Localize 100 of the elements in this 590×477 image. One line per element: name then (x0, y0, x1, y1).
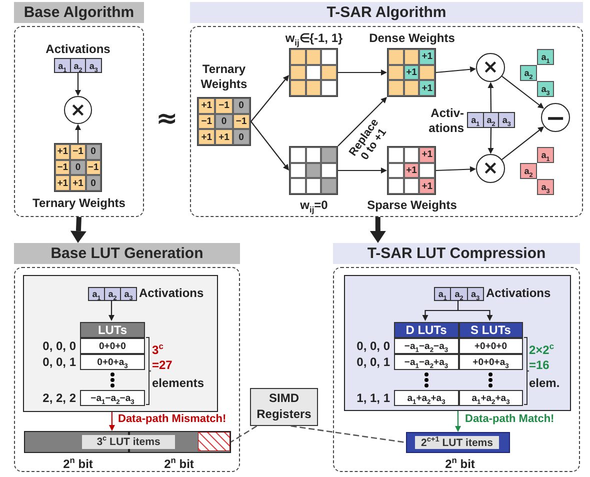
matrix-cell: −1 (215, 98, 233, 114)
matrix-cell: +1 (419, 49, 435, 65)
matrix-cell: +1 (55, 175, 70, 191)
table-cell: −a$_{1}$−a$_{2}$−a$_{3}$ (80, 390, 145, 406)
arrow (488, 82, 494, 112)
matrix-cell: +1 (215, 129, 233, 145)
matrix-cell: −1 (70, 144, 86, 160)
table-header: LUTs (80, 322, 145, 338)
matrix-cell: −1 (55, 160, 70, 176)
matrix-cell: +1 (419, 178, 435, 194)
node-caption: 0, 0, 0 (356, 339, 390, 354)
node-caption: 0, 0, 1 (356, 355, 390, 370)
matrix-cell: +1 (198, 129, 216, 145)
weight-matrix (387, 146, 436, 195)
node-caption: elem. (529, 376, 561, 391)
register-box: SIMD Registers (250, 388, 318, 426)
section-header: Base LUT Generation (14, 243, 240, 264)
vector-cell: a$_{2}$ (70, 59, 86, 72)
vector-cell: a$_{1}$ (537, 49, 554, 65)
vector-cell: a$_{2}$ (482, 113, 498, 127)
matrix-cell: +1 (70, 175, 86, 191)
arrow (338, 97, 387, 146)
vector-cell: a$_{2}$ (450, 288, 467, 300)
table-header: D LUTs (394, 322, 458, 338)
vector-cell: a$_{2}$ (520, 163, 537, 179)
vector-cell: a$_{1}$ (537, 147, 554, 163)
weight-matrix (289, 146, 338, 195)
dashed-connector (290, 425, 406, 444)
node-caption: 2$^{n}$ bit (62, 457, 94, 472)
simd-register-bar (406, 432, 510, 453)
matrix-cell: −1 (198, 114, 216, 130)
vector-cell: a$_{3}$ (537, 81, 554, 97)
table-header: S LUTs (458, 322, 523, 338)
weight-matrix (197, 97, 251, 146)
node-caption: 0, 0, 1 (42, 355, 76, 370)
node-caption: Activations (486, 286, 552, 301)
thick-arrow (370, 217, 386, 243)
vector-cell-text: a$_{1}$ (437, 288, 448, 300)
node-caption: w$_{ij}$=0 (299, 198, 329, 213)
vector-cell-text: a$_{1}$ (57, 60, 68, 72)
lut-panel (23, 275, 218, 412)
vector-cell: a$_{2}$ (520, 65, 537, 81)
arrow (250, 121, 289, 170)
arrow (488, 128, 494, 154)
arrow (75, 73, 81, 96)
node-caption: Sparse Weights (366, 198, 458, 213)
activation-vector (434, 287, 484, 301)
table-cell: +0+0+a$_{3}$ (458, 354, 523, 370)
node-caption: Activations (139, 286, 205, 301)
table-cell: +0+0+0 (458, 338, 523, 354)
matrix-cell: 0 (86, 175, 101, 191)
edge-label: Data-path Match! (465, 413, 556, 425)
vector-cell: a$_{3}$ (498, 113, 514, 127)
vector-cell: a$_{3}$ (120, 288, 136, 300)
node-caption: 1, 1, 1 (356, 391, 390, 406)
matrix-cell: +1 (419, 80, 435, 96)
activation-vector (54, 58, 102, 73)
section-header: T-SAR Algorithm (190, 2, 583, 23)
activation-vector (467, 112, 515, 128)
approx-symbol: ≈ (156, 106, 178, 132)
arrow (250, 74, 289, 122)
matrix-cell: 0 (86, 144, 101, 160)
node-caption: 2×2$^{c}$ =16 (529, 343, 556, 373)
vector-cell: a$_{2}$ (104, 288, 120, 300)
operator-circle: × (476, 53, 505, 82)
node-caption: 3$^{c}$ =27 (152, 343, 174, 373)
section-header: T-SAR LUT Compression (333, 243, 580, 264)
thick-arrow (70, 216, 86, 243)
matrix-cell: +1 (198, 98, 216, 114)
arrow (108, 412, 115, 431)
matrix-cell: +1 (55, 144, 70, 160)
vector-cell: a$_{3}$ (537, 179, 554, 195)
node-caption: elements (152, 376, 206, 391)
table-cell: −a$_{1}$−a$_{2}$−a$_{3}$ (394, 338, 458, 354)
node-caption: Activ- ations (428, 106, 464, 136)
vector-cell: a$_{3}$ (466, 288, 483, 300)
vector-cell: a$_{3}$ (85, 59, 102, 72)
weight-matrix (54, 143, 102, 192)
node-caption: 0, 0, 0 (42, 339, 76, 354)
arrow (75, 124, 81, 143)
matrix-cell: 0 (215, 114, 233, 130)
arrow (502, 76, 544, 109)
operator-circle: × (476, 154, 505, 183)
arrow (338, 70, 387, 76)
arrow (436, 166, 476, 172)
arrow (108, 300, 114, 321)
operator-circle: × (64, 96, 92, 124)
arrow (436, 66, 476, 74)
operator-circle: − (541, 103, 570, 132)
node-caption: 2, 2, 2 (42, 391, 76, 406)
matrix-cell: 0 (232, 129, 250, 145)
vector-cell-text: a$_{1}$ (470, 114, 481, 127)
edge-label: Data-path Mismatch! (118, 413, 228, 425)
node-caption: Ternary Weights (32, 196, 126, 211)
register-label: 3$^{c}$ LUT items (82, 435, 175, 449)
matrix-cell: 0 (70, 160, 86, 176)
arrow (338, 168, 387, 174)
matrix-cell: +1 (419, 147, 435, 163)
dashed-connector (230, 425, 258, 443)
section-header: Base Algorithm (14, 2, 144, 23)
